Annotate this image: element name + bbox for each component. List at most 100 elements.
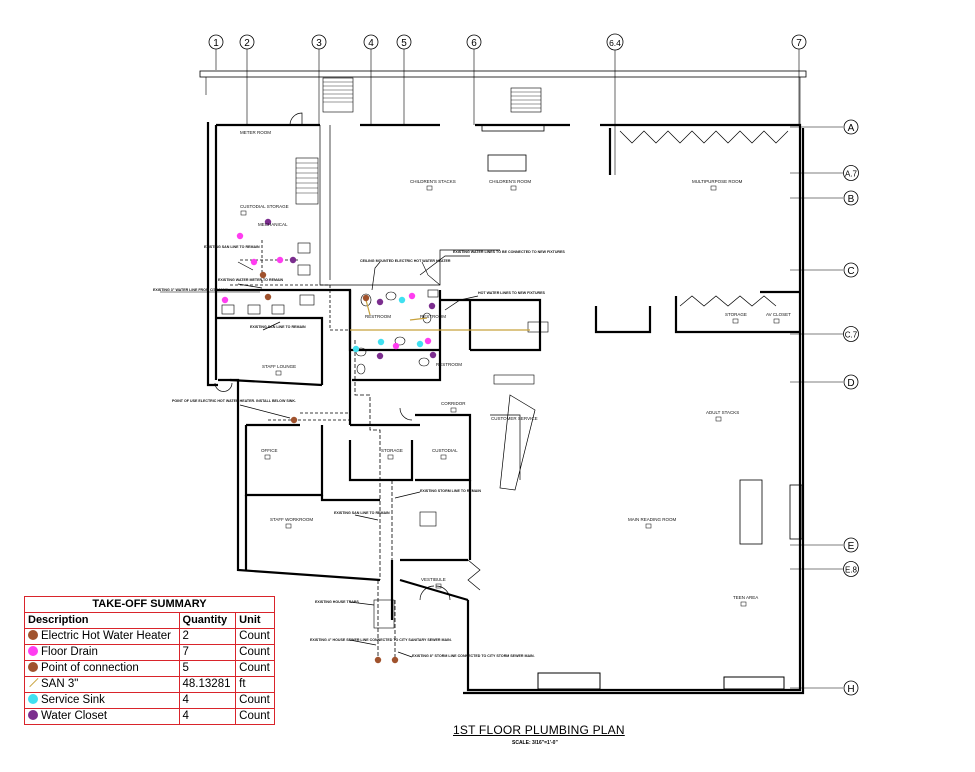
roof-canopy xyxy=(199,70,807,125)
table-row[interactable]: SAN 3" 48.13281 ft xyxy=(24,676,275,693)
row-quantity: 5 xyxy=(178,660,237,677)
point-of-connection-icon xyxy=(28,662,38,672)
grid-bubble-A7 xyxy=(843,165,859,181)
counter-2 xyxy=(493,374,535,385)
floor-drain-mark-2 xyxy=(276,256,284,264)
room-multipurpose: MULTIPURPOSE ROOM xyxy=(692,179,743,184)
grid-bubble-6 xyxy=(466,34,482,50)
toilet-7 xyxy=(418,357,430,367)
grid-bubble-3 xyxy=(311,34,327,50)
ac-unit-3 xyxy=(247,304,261,315)
note-san-line-3: EXISTING SAN LINE TO REMAIN xyxy=(334,511,390,515)
doors xyxy=(214,112,481,601)
water-closet-mark-b xyxy=(289,256,297,264)
floor-drain-mark-3 xyxy=(250,258,258,266)
poc-mark-1 xyxy=(259,271,267,279)
grid-bubble-1 xyxy=(208,34,224,50)
row-unit: ft xyxy=(235,676,275,693)
grid-bubble-C xyxy=(843,262,859,278)
floor-drain-mark-4 xyxy=(392,342,400,350)
room-tags xyxy=(240,185,780,607)
toilet-1 xyxy=(360,293,372,307)
floor-drain-mark-5 xyxy=(221,296,229,304)
ac-unit-2 xyxy=(297,264,311,276)
grid-label-4: 4 xyxy=(368,38,374,49)
grid-label-3: 3 xyxy=(316,38,322,49)
note-san-line-2: EXISTING SAN LINE TO REMAIN xyxy=(250,325,306,329)
windows xyxy=(481,124,803,690)
grid-label-6: 6 xyxy=(471,38,477,49)
grid-bubble-2 xyxy=(239,34,255,50)
note-point-of-use: POINT OF USE ELECTRIC HOT WATER HEATER. … xyxy=(172,399,296,403)
row-unit: Count xyxy=(235,660,275,677)
note-hot-water-heater: CEILING MOUNTED ELECTRIC HOT WATER HEATE… xyxy=(360,259,451,263)
floor-drain-mark-6 xyxy=(408,292,416,300)
table-row[interactable]: Point of connection 5 Count xyxy=(24,660,275,677)
floor-drain-mark-1 xyxy=(236,232,244,240)
room-vestibule: VESTIBULE xyxy=(421,577,446,582)
plumbing-lines xyxy=(160,240,530,660)
grid-bubble-D xyxy=(843,374,859,390)
water-closet-mark-3 xyxy=(376,352,384,360)
grid-bubble-4 xyxy=(363,34,379,50)
sink-1 xyxy=(427,289,439,298)
room-storage: STORAGE xyxy=(725,312,747,317)
floor-drain-mark-7 xyxy=(424,337,432,345)
service-sink-mark-4 xyxy=(416,340,424,348)
row-description: Electric Hot Water Heater xyxy=(41,630,171,642)
grid-bubble-H xyxy=(843,680,859,696)
row-description: Water Closet xyxy=(41,710,108,722)
room-main-reading: MAIN READING ROOM xyxy=(628,517,677,522)
stairs-upper xyxy=(295,77,542,205)
room-corridor: CORRIDOR xyxy=(441,401,466,406)
note-house-traps: EXISTING HOUSE TRAPS xyxy=(315,600,359,604)
note-water-meter: EXISTING WATER METER TO REMAIN xyxy=(218,278,284,282)
water-closet-mark-4 xyxy=(429,351,437,359)
grid-label-2: 2 xyxy=(244,38,250,49)
table-row[interactable]: Floor Drain 7 Count xyxy=(24,644,275,661)
water-closet-icon xyxy=(28,710,38,720)
ac-unit-5 xyxy=(271,304,285,315)
ac-unit-4 xyxy=(221,304,235,315)
room-labels: METER ROOM CUSTODIAL STORAGE MECHANICAL … xyxy=(240,130,791,600)
row-unit: Count xyxy=(235,628,275,645)
grid-label-A7: A.7 xyxy=(845,170,858,179)
toilet-6 xyxy=(356,363,366,375)
grid-bubble-6-4 xyxy=(606,33,624,51)
poc-mark-2 xyxy=(264,293,272,301)
grid-label-B: B xyxy=(848,194,855,205)
service-sink-icon xyxy=(28,694,38,704)
poc-mark-4 xyxy=(391,656,399,664)
row-unit: Count xyxy=(235,692,275,709)
room-mechanical: MECHANICAL xyxy=(258,222,288,227)
table-row[interactable]: Electric Hot Water Heater 2 Count xyxy=(24,628,275,645)
room-av-closet: AV CLOSET xyxy=(766,312,791,317)
row-unit: Count xyxy=(235,708,275,725)
ac-unit-1 xyxy=(297,242,311,254)
row-description: Service Sink xyxy=(41,694,105,706)
service-sink-mark-2 xyxy=(377,338,385,346)
room-storage-2: STORAGE xyxy=(381,448,403,453)
room-teen-area: TEEN AREA xyxy=(733,595,758,600)
takeoff-title: TAKE-OFF SUMMARY xyxy=(24,596,275,613)
table-row[interactable]: Water Closet 4 Count xyxy=(24,708,275,725)
grid-label-7: 7 xyxy=(796,38,802,49)
counter-1 xyxy=(527,321,549,333)
interior-walls xyxy=(216,288,542,620)
grid-bubble-5 xyxy=(396,34,412,50)
table-row[interactable]: Service Sink 4 Count xyxy=(24,692,275,709)
takeoff-summary-table: TAKE-OFF SUMMARY Description Quantity Un… xyxy=(24,596,275,725)
note-san-line-1: EXISTING SAN LINE TO REMAIN xyxy=(204,245,260,249)
takeoff-header-quantity: Quantity xyxy=(178,612,237,629)
hwh-mark-2 xyxy=(290,416,298,424)
room-meter-room: METER ROOM xyxy=(240,130,271,135)
water-closet-mark-2 xyxy=(428,302,436,310)
plumbing-fixtures xyxy=(221,242,549,629)
room-custodial: CUSTODIAL xyxy=(432,448,458,453)
grid-label-C: C xyxy=(847,266,854,277)
grid-label-6-4: 6.4 xyxy=(609,38,621,48)
grid-label-D: D xyxy=(847,378,854,389)
grid-label-E: E xyxy=(848,541,855,552)
grid-label-A: A xyxy=(848,123,855,134)
